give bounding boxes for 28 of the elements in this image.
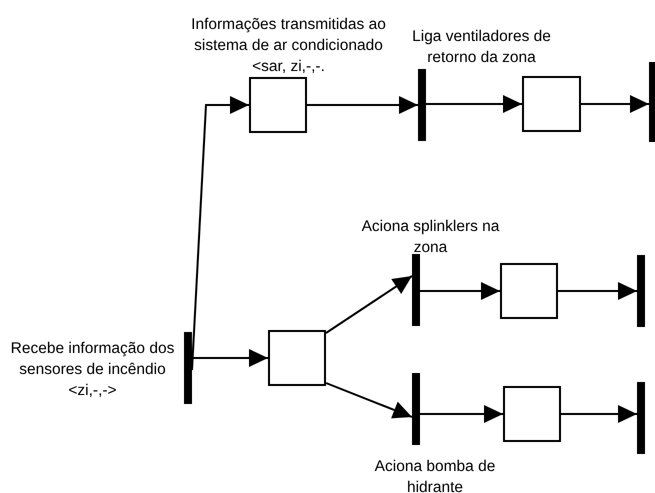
arrow: [420, 405, 503, 423]
transition-label: Informações transmitidas ao sistema de ar condicionado <sar, zi,-,-.: [190, 15, 387, 77]
transition-bar: [184, 332, 192, 404]
transition-bar: [637, 382, 645, 454]
transition-bar: [649, 62, 655, 142]
arrow: [558, 282, 637, 300]
transition-label: Aciona splinklers na zona: [360, 217, 500, 258]
place-box: [503, 386, 561, 442]
arrow: [420, 282, 500, 300]
transition-label: Aciona bomba de hidrante: [374, 457, 496, 493]
arrow: [326, 382, 412, 418]
place-box: [500, 263, 558, 319]
transition-bar: [412, 373, 420, 445]
transition-bar: [412, 254, 420, 326]
arrow: [581, 95, 649, 113]
arrow: [426, 95, 522, 113]
place-box: [249, 77, 307, 133]
arrow: [561, 405, 637, 423]
transition-label: Recebe informação dos sensores de incêndio <zi,-,->: [10, 339, 175, 401]
arrow: [191, 96, 249, 370]
arrow: [192, 349, 268, 367]
place-box: [268, 330, 326, 386]
transition-bar: [418, 69, 426, 141]
transition-label: Liga ventiladores de retorno da zona: [411, 27, 552, 68]
transition-bar: [637, 255, 645, 327]
arrow: [307, 96, 418, 114]
arrow: [325, 275, 413, 334]
place-box: [522, 76, 581, 132]
